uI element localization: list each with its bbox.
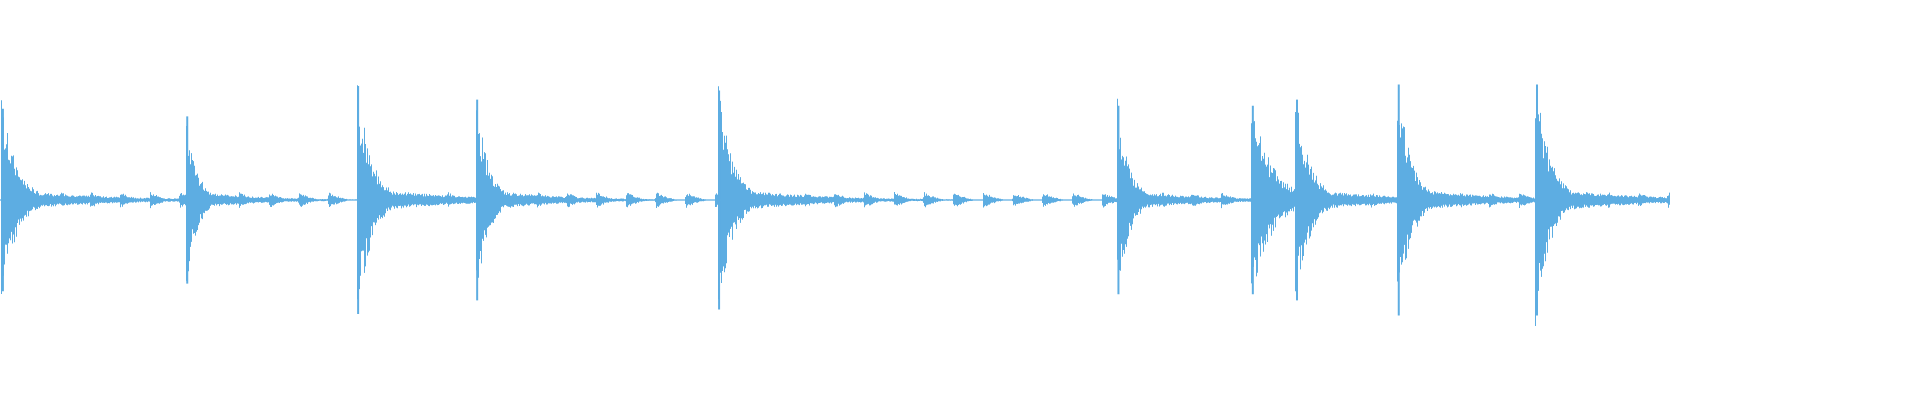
waveform-samples bbox=[0, 85, 1670, 326]
